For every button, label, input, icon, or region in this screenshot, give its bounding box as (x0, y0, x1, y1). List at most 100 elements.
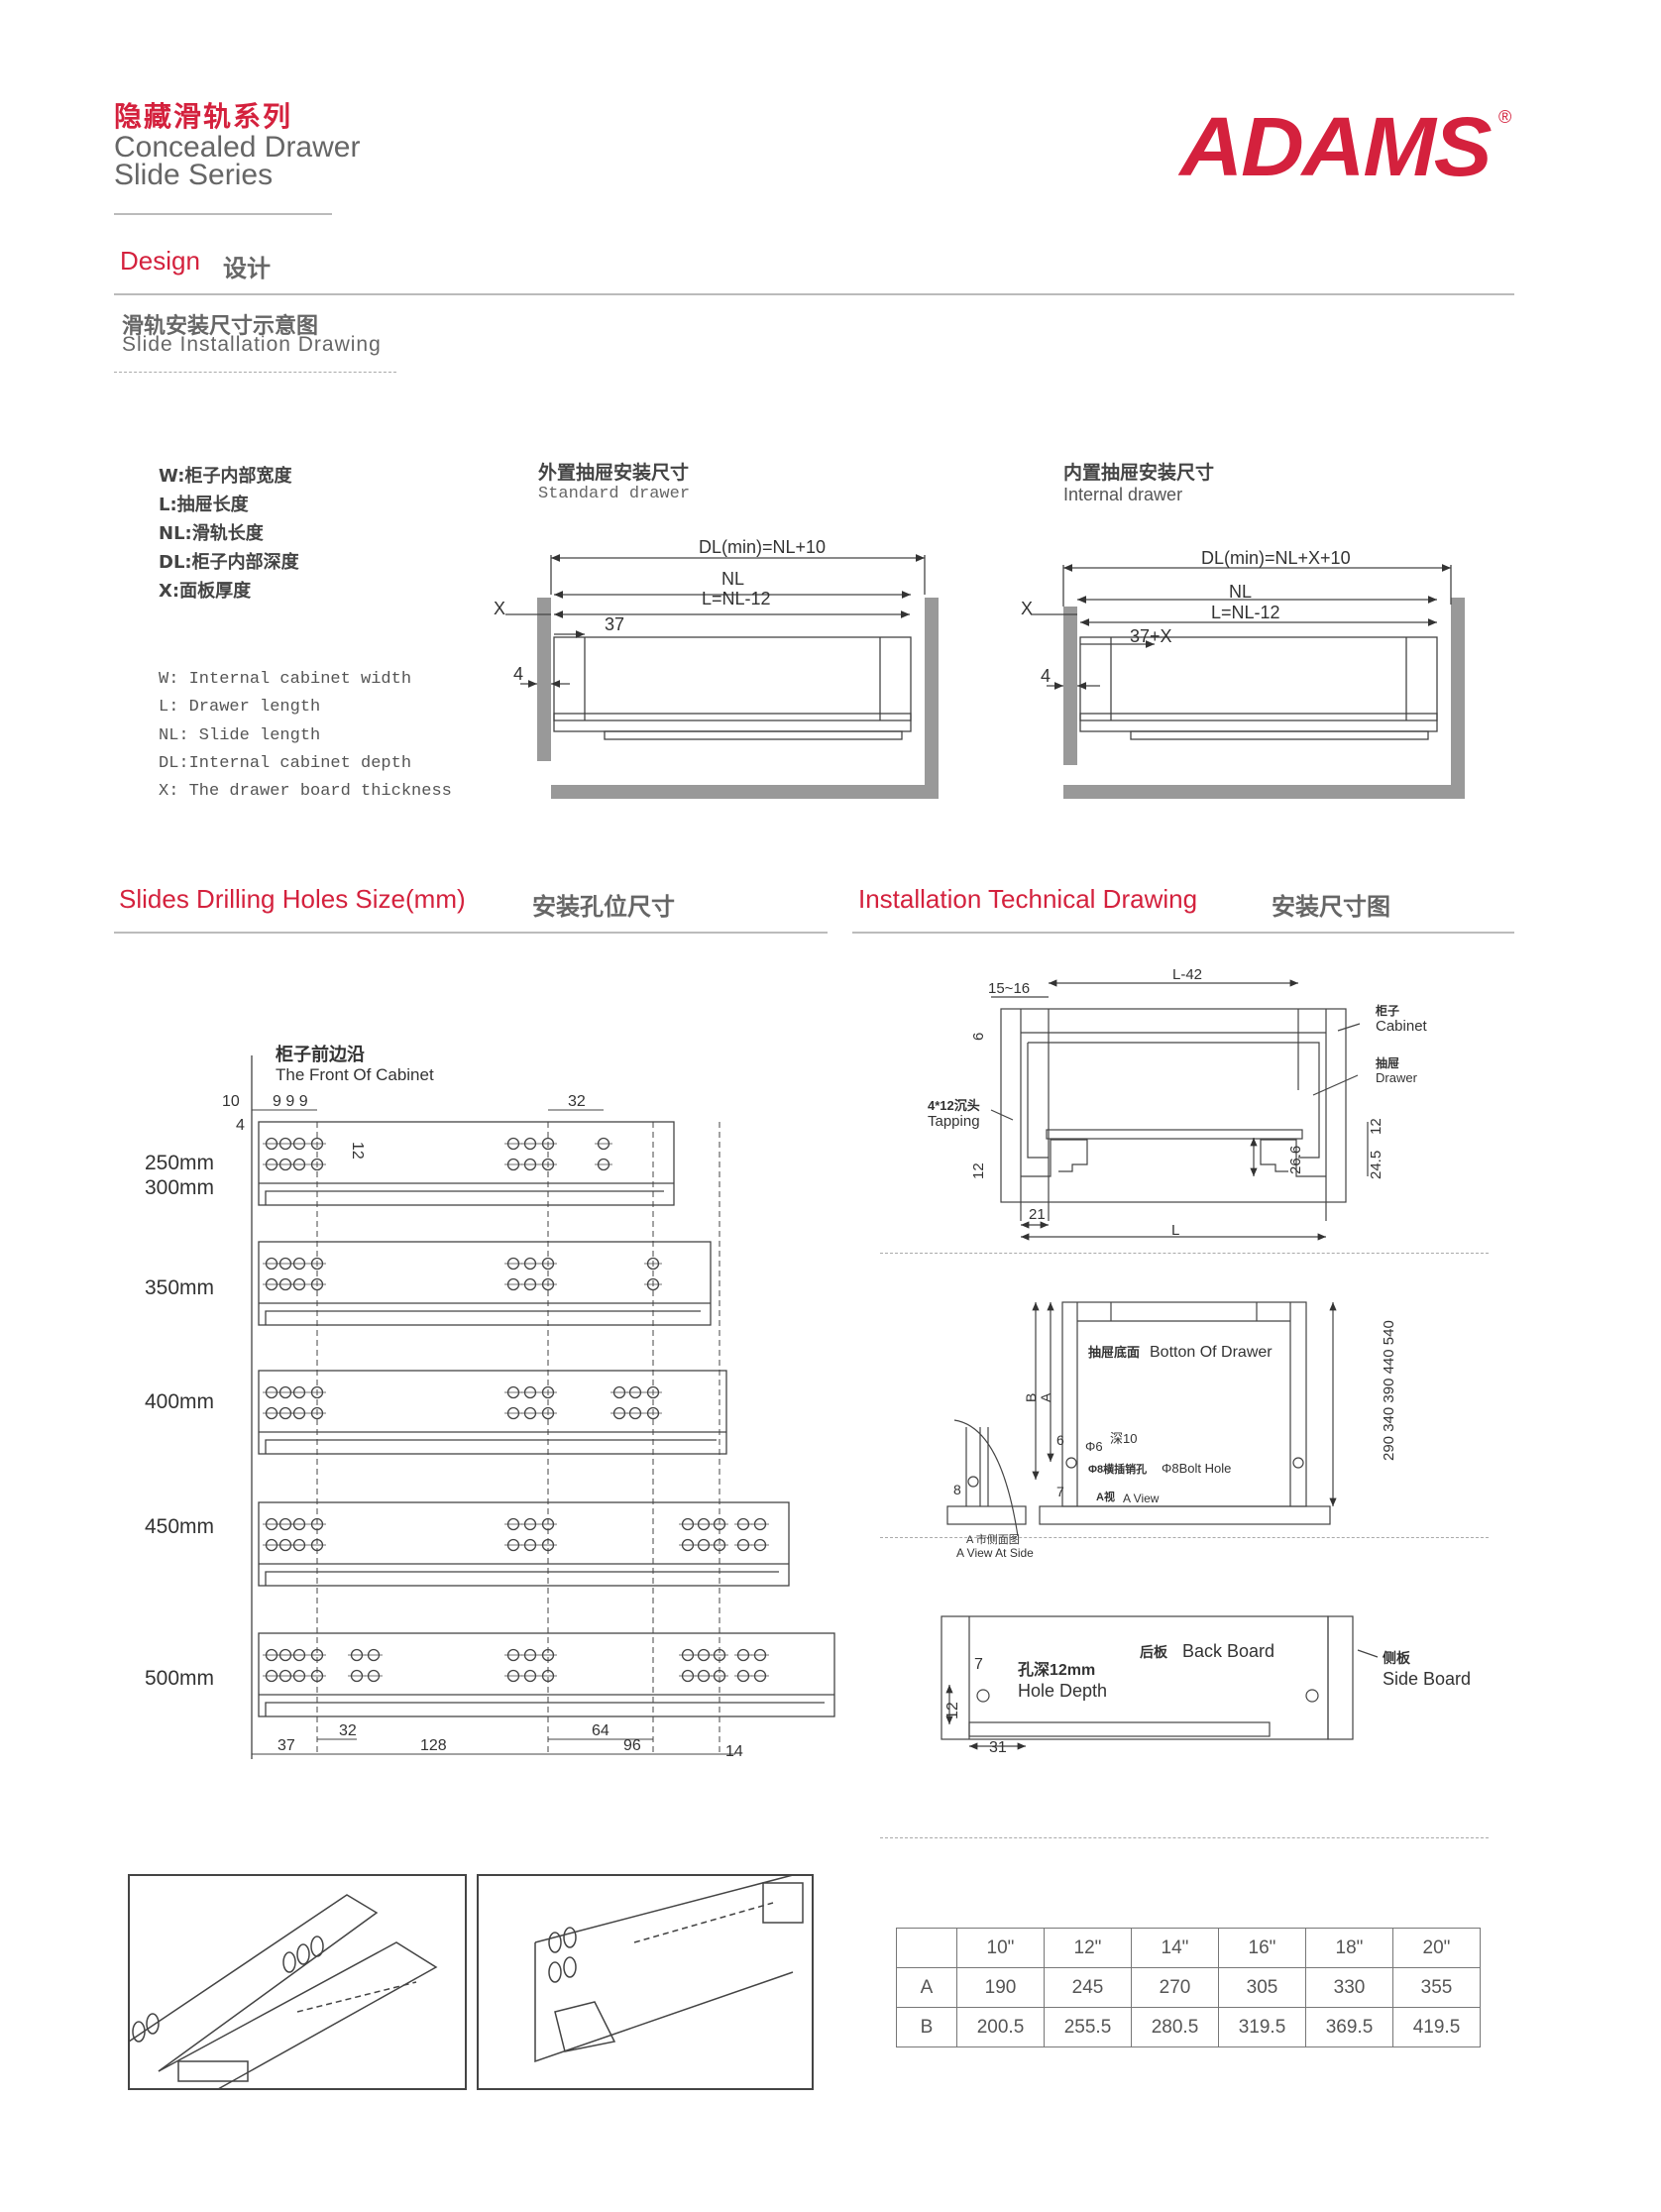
table-header-cell (896, 1928, 957, 1968)
standard-4-label: 4 (513, 664, 523, 684)
slide-rail (258, 1501, 790, 1587)
internal-drawer-drawing (1031, 564, 1465, 799)
side-view-cn: A 市侧面图 (966, 1532, 1020, 1546)
a-view-en: A View (1123, 1492, 1160, 1505)
hole-depth-en: Hole Depth (1018, 1681, 1107, 1701)
dim-96: 96 (623, 1737, 641, 1754)
install-drawing-divider (114, 372, 396, 373)
dim-l: L (1171, 1222, 1179, 1239)
dim-31: 31 (989, 1739, 1007, 1756)
registered-mark: ® (1498, 107, 1512, 127)
table-header-cell: 12" (1044, 1928, 1132, 1968)
technical-top-labels: L-42 15~16 柜子 Cabinet 抽屉 Drawer 4*12沉头 T… (928, 966, 1428, 1239)
legend-cn-dl: DL:柜子内部深度 (159, 552, 299, 573)
table-cell: 369.5 (1305, 2007, 1393, 2047)
legend-en-w: W: Internal cabinet width (159, 670, 412, 689)
dim-a: A (1038, 1392, 1053, 1402)
standard-drawer-labels: DL(min)=NL+10 NL L=NL-12 37 X 4 (494, 537, 826, 684)
dim-b: B (1023, 1393, 1039, 1402)
technical-title-cn: 安装尺寸图 (1272, 893, 1390, 921)
size-350: 350mm (145, 1276, 214, 1299)
dim-6-mid: 6 (1056, 1432, 1064, 1448)
technical-middle-labels: 抽屉底面 Botton Of Drawer 290 340 390 440 54… (953, 1320, 1397, 1560)
table-header-row: 10" 12" 14" 16" 18" 20" (896, 1928, 1481, 1968)
technical-separator-3 (880, 1837, 1489, 1838)
dim-12-bottom: 12 (944, 1702, 961, 1719)
tapping-en: Tapping (928, 1113, 980, 1130)
technical-title: Installation Technical Drawing (858, 884, 1198, 914)
table-header-cell: 20" (1392, 1928, 1481, 1968)
legend-cn-x: X:面板厚度 (159, 581, 252, 602)
internal-l-label: L=NL-12 (1211, 603, 1280, 622)
internal-4-label: 4 (1041, 666, 1051, 686)
technical-separator-1 (880, 1253, 1489, 1254)
drilling-divider (114, 932, 828, 934)
back-board-cn: 后板 (1140, 1644, 1168, 1660)
dim-l-42: L-42 (1172, 966, 1202, 983)
internal-nl-label: NL (1229, 582, 1252, 602)
slide-lengths: 290 340 390 440 540 (1381, 1320, 1397, 1461)
table-cell: 270 (1131, 1967, 1219, 2008)
front-of-cabinet-en: The Front Of Cabinet (276, 1065, 434, 1084)
dim-32-top: 32 (568, 1093, 586, 1110)
table-cell: 319.5 (1218, 2007, 1306, 2047)
dim-64: 64 (592, 1722, 609, 1739)
title-en-line2: Slide Series (114, 159, 274, 191)
table-cell: 355 (1392, 1967, 1481, 2008)
technical-top-drawing (990, 979, 1369, 1241)
slide-rail (258, 1370, 727, 1455)
table-cell: 255.5 (1044, 2007, 1132, 2047)
hole-depth-cn: 孔深12mm (1018, 1660, 1095, 1679)
dim-8: 8 (953, 1482, 961, 1497)
install-drawing-title-en: Slide Installation Drawing (122, 333, 382, 356)
internal-dl-label: DL(min)=NL+X+10 (1201, 548, 1351, 568)
legend-cn-l: L:抽屉长度 (159, 495, 249, 515)
dim-12-right: 12 (1368, 1118, 1384, 1135)
standard-nl-label: NL (721, 569, 744, 589)
product-photo-2 (477, 1874, 814, 2090)
size-400: 400mm (145, 1390, 214, 1413)
legend-en: W: Internal cabinet width L: Drawer leng… (159, 666, 452, 806)
legend-en-dl: DL:Internal cabinet depth (159, 753, 412, 773)
technical-bottom-drawing (941, 1615, 1379, 1750)
table-cell: 245 (1044, 1967, 1132, 2008)
technical-separator-2 (880, 1537, 1489, 1538)
legend-en-l: L: Drawer length (159, 698, 321, 718)
technical-middle-drawing (946, 1301, 1337, 1537)
title-en: Concealed Drawer Slide Series (114, 133, 360, 191)
legend-cn-nl: NL:滑轨长度 (159, 523, 264, 544)
brand-logo: ADAMS (1179, 100, 1493, 193)
legend-en-nl: NL: Slide length (159, 725, 321, 745)
table-cell: 280.5 (1131, 2007, 1219, 2047)
table-header-cell: 10" (956, 1928, 1045, 1968)
internal-x-label: X (1021, 599, 1033, 618)
standard-drawer-title-cn: 外置抽屉安装尺寸 (538, 462, 690, 484)
dim-15-16: 15~16 (988, 980, 1030, 997)
internal-drawer-labels: DL(min)=NL+X+10 NL L=NL-12 37+X X 4 (1021, 548, 1351, 686)
spec-table: 10" 12" 14" 16" 18" 20" A 190 245 270 30… (896, 1928, 1481, 2047)
slide-rail (258, 1632, 835, 1717)
title-divider (114, 213, 332, 215)
design-divider (114, 293, 1514, 295)
dim-9-9-9: 9 9 9 (273, 1093, 308, 1110)
drilling-diagram (251, 1055, 835, 1759)
title-cn: 隐藏滑轨系列 (114, 100, 293, 133)
dim-32-bottom: 32 (339, 1722, 357, 1739)
standard-drawer-title-en: Standard drawer (538, 485, 691, 503)
drilling-title-cn: 安装孔位尺寸 (532, 893, 675, 921)
internal-37x-label: 37+X (1130, 626, 1172, 646)
bolt-hole-cn: Φ8横插销孔 (1088, 1462, 1147, 1476)
dim-6-top: 6 (970, 1033, 987, 1041)
table-header-cell: 14" (1131, 1928, 1219, 1968)
size-500: 500mm (145, 1667, 214, 1690)
bolt-hole-en: Φ8Bolt Hole (1162, 1461, 1231, 1476)
drawer-en: Drawer (1376, 1070, 1418, 1085)
dim-10: 10 (222, 1093, 240, 1110)
cabinet-cn: 柜子 (1375, 1003, 1399, 1018)
drilling-labels: 柜子前边沿 The Front Of Cabinet 250mm 300mm 3… (145, 1044, 743, 1760)
product-photo-1 (128, 1874, 467, 2090)
legend-en-x: X: The drawer board thickness (159, 782, 452, 802)
drawer-bottom-en: Botton Of Drawer (1150, 1344, 1273, 1361)
legend-cn-w: W:柜子内部宽度 (159, 466, 292, 487)
dim-12-left: 12 (970, 1162, 987, 1179)
